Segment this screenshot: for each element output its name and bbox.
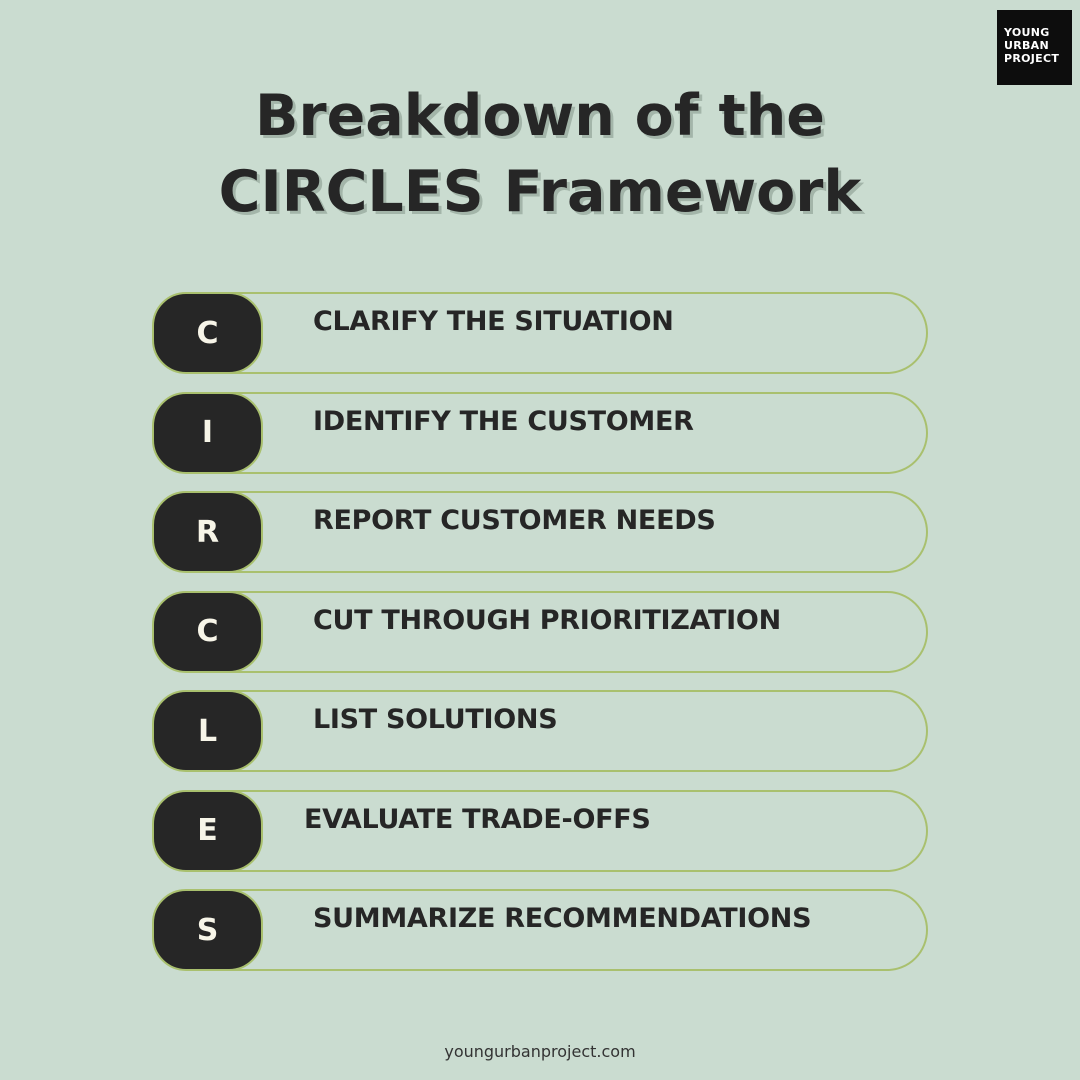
footer-url: youngurbanproject.com bbox=[444, 1042, 636, 1061]
step-row-evaluate: E EVALUATE TRADE-OFFS bbox=[152, 789, 928, 872]
step-pill bbox=[152, 590, 928, 673]
step-row-cut: C CUT THROUGH PRIORITIZATION bbox=[152, 590, 928, 673]
step-label: EVALUATE TRADE-OFFS bbox=[304, 803, 651, 835]
logo-line: URBAN bbox=[1004, 39, 1050, 52]
step-label: CLARIFY THE SITUATION bbox=[313, 306, 674, 337]
step-letter-badge: L bbox=[152, 690, 263, 772]
step-pill bbox=[152, 391, 928, 474]
step-pill bbox=[152, 690, 928, 772]
logo-line: YOUNG bbox=[1004, 26, 1050, 39]
title-line-1: Breakdown of the bbox=[255, 83, 825, 149]
title-line-2: CIRCLES Framework bbox=[218, 159, 862, 225]
step-row-list: L LIST SOLUTIONS bbox=[152, 690, 928, 772]
step-label: LIST SOLUTIONS bbox=[313, 704, 558, 735]
step-row-summarize: S SUMMARIZE RECOMMENDATIONS bbox=[152, 889, 928, 971]
logo-line: PROJECT bbox=[1004, 52, 1060, 65]
step-label: CUT THROUGH PRIORITIZATION bbox=[313, 604, 781, 636]
step-pill bbox=[152, 491, 928, 573]
circles-steps-list: C CLARIFY THE SITUATION I IDENTIFY THE C… bbox=[152, 292, 928, 989]
step-letter-badge: R bbox=[152, 491, 263, 573]
step-letter-badge: I bbox=[152, 391, 263, 474]
step-letter-badge: C bbox=[152, 292, 263, 374]
step-label: IDENTIFY THE CUSTOMER bbox=[313, 405, 694, 437]
step-letter-badge: C bbox=[152, 590, 263, 673]
step-row-clarify: C CLARIFY THE SITUATION bbox=[152, 292, 928, 374]
step-row-report: R REPORT CUSTOMER NEEDS bbox=[152, 491, 928, 573]
step-label: REPORT CUSTOMER NEEDS bbox=[313, 505, 716, 536]
step-pill bbox=[152, 889, 928, 971]
step-pill bbox=[152, 292, 928, 374]
step-letter-badge: S bbox=[152, 889, 263, 971]
brand-logo: YOUNG URBAN PROJECT bbox=[997, 10, 1072, 85]
step-pill bbox=[152, 789, 928, 872]
page-title: Breakdown of the CIRCLES Framework bbox=[0, 78, 1080, 230]
step-row-identify: I IDENTIFY THE CUSTOMER bbox=[152, 391, 928, 474]
step-label: SUMMARIZE RECOMMENDATIONS bbox=[313, 903, 812, 934]
step-letter-badge: E bbox=[152, 789, 263, 872]
